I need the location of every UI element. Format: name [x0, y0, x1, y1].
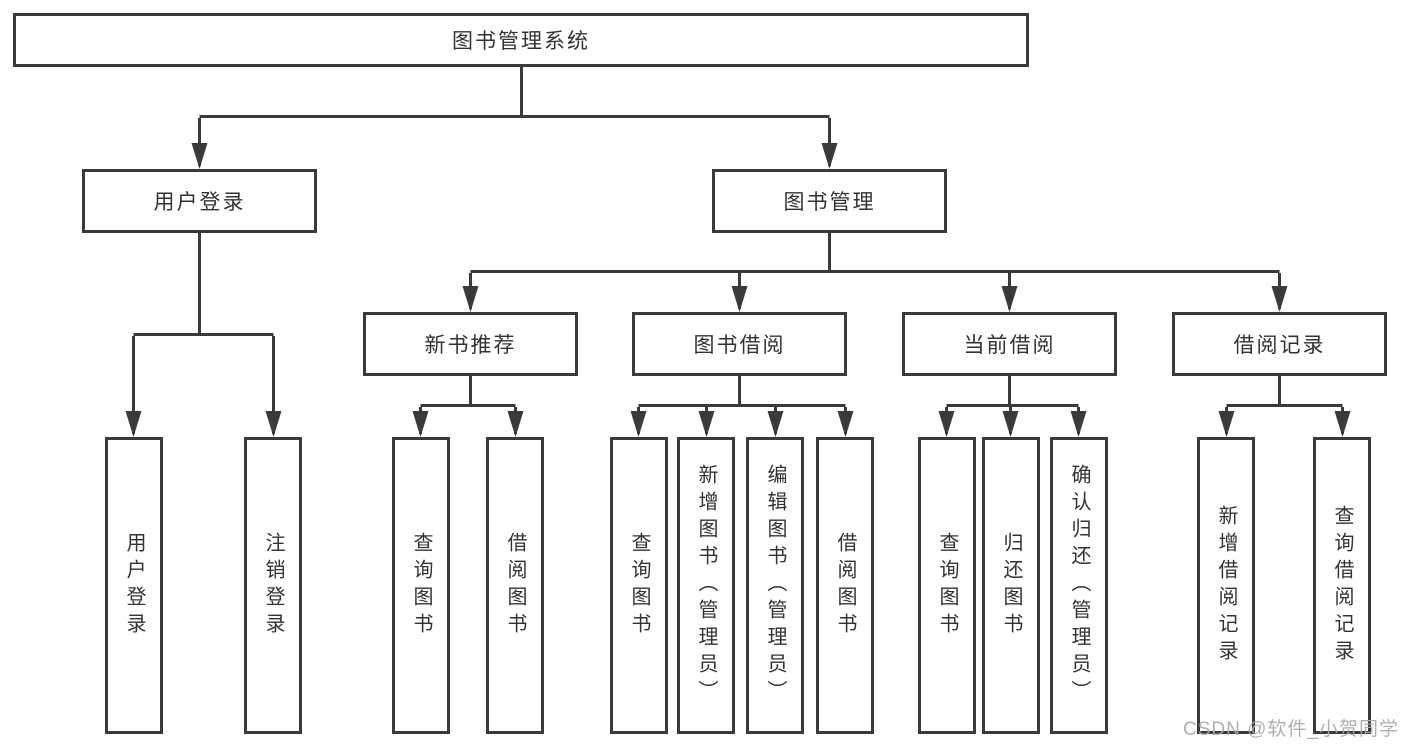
leaf-logout: 注销登录 [244, 437, 302, 734]
leaf-label: 用户登录 [123, 531, 145, 640]
node-user-login: 用户登录 [82, 169, 317, 233]
leaf-query-books-current: 查询图书 [918, 437, 976, 734]
leaf-label: 确认归还（管理员） [1068, 464, 1090, 707]
leaf-add-book-admin: 新增图书（管理员） [677, 437, 735, 734]
leaf-label: 注销登录 [262, 531, 284, 640]
node-book-borrowing: 图书借阅 [632, 312, 847, 376]
leaf-label: 归还图书 [1000, 531, 1022, 640]
watermark: CSDN @软件_小贺同学 [1183, 719, 1399, 740]
leaf-return-book: 归还图书 [982, 437, 1040, 734]
leaf-label: 查询图书 [410, 531, 432, 640]
leaf-edit-book-admin: 编辑图书（管理员） [746, 437, 804, 734]
leaf-borrow-books-borrowing: 借阅图书 [816, 437, 874, 734]
leaf-label: 查询借阅记录 [1331, 504, 1353, 667]
node-new-book-recommend: 新书推荐 [363, 312, 578, 376]
node-borrowing-records: 借阅记录 [1172, 312, 1387, 376]
leaf-query-books-borrowing: 查询图书 [610, 437, 668, 734]
leaf-query-books-recommend: 查询图书 [392, 437, 450, 734]
node-root: 图书管理系统 [13, 13, 1029, 67]
node-current-borrowing: 当前借阅 [902, 312, 1117, 376]
leaf-query-borrow-record: 查询借阅记录 [1313, 437, 1371, 734]
leaf-label: 编辑图书（管理员） [764, 464, 786, 707]
leaf-label: 借阅图书 [504, 531, 526, 640]
leaf-label: 查询图书 [628, 531, 650, 640]
node-book-management: 图书管理 [712, 169, 947, 233]
leaf-confirm-return-admin: 确认归还（管理员） [1050, 437, 1108, 734]
leaf-user-login: 用户登录 [105, 437, 163, 734]
leaf-borrow-books-recommend: 借阅图书 [486, 437, 544, 734]
leaf-label: 新增借阅记录 [1215, 504, 1237, 667]
leaf-label: 查询图书 [936, 531, 958, 640]
leaf-add-borrow-record: 新增借阅记录 [1197, 437, 1255, 734]
leaf-label: 借阅图书 [834, 531, 856, 640]
leaf-label: 新增图书（管理员） [695, 464, 717, 707]
